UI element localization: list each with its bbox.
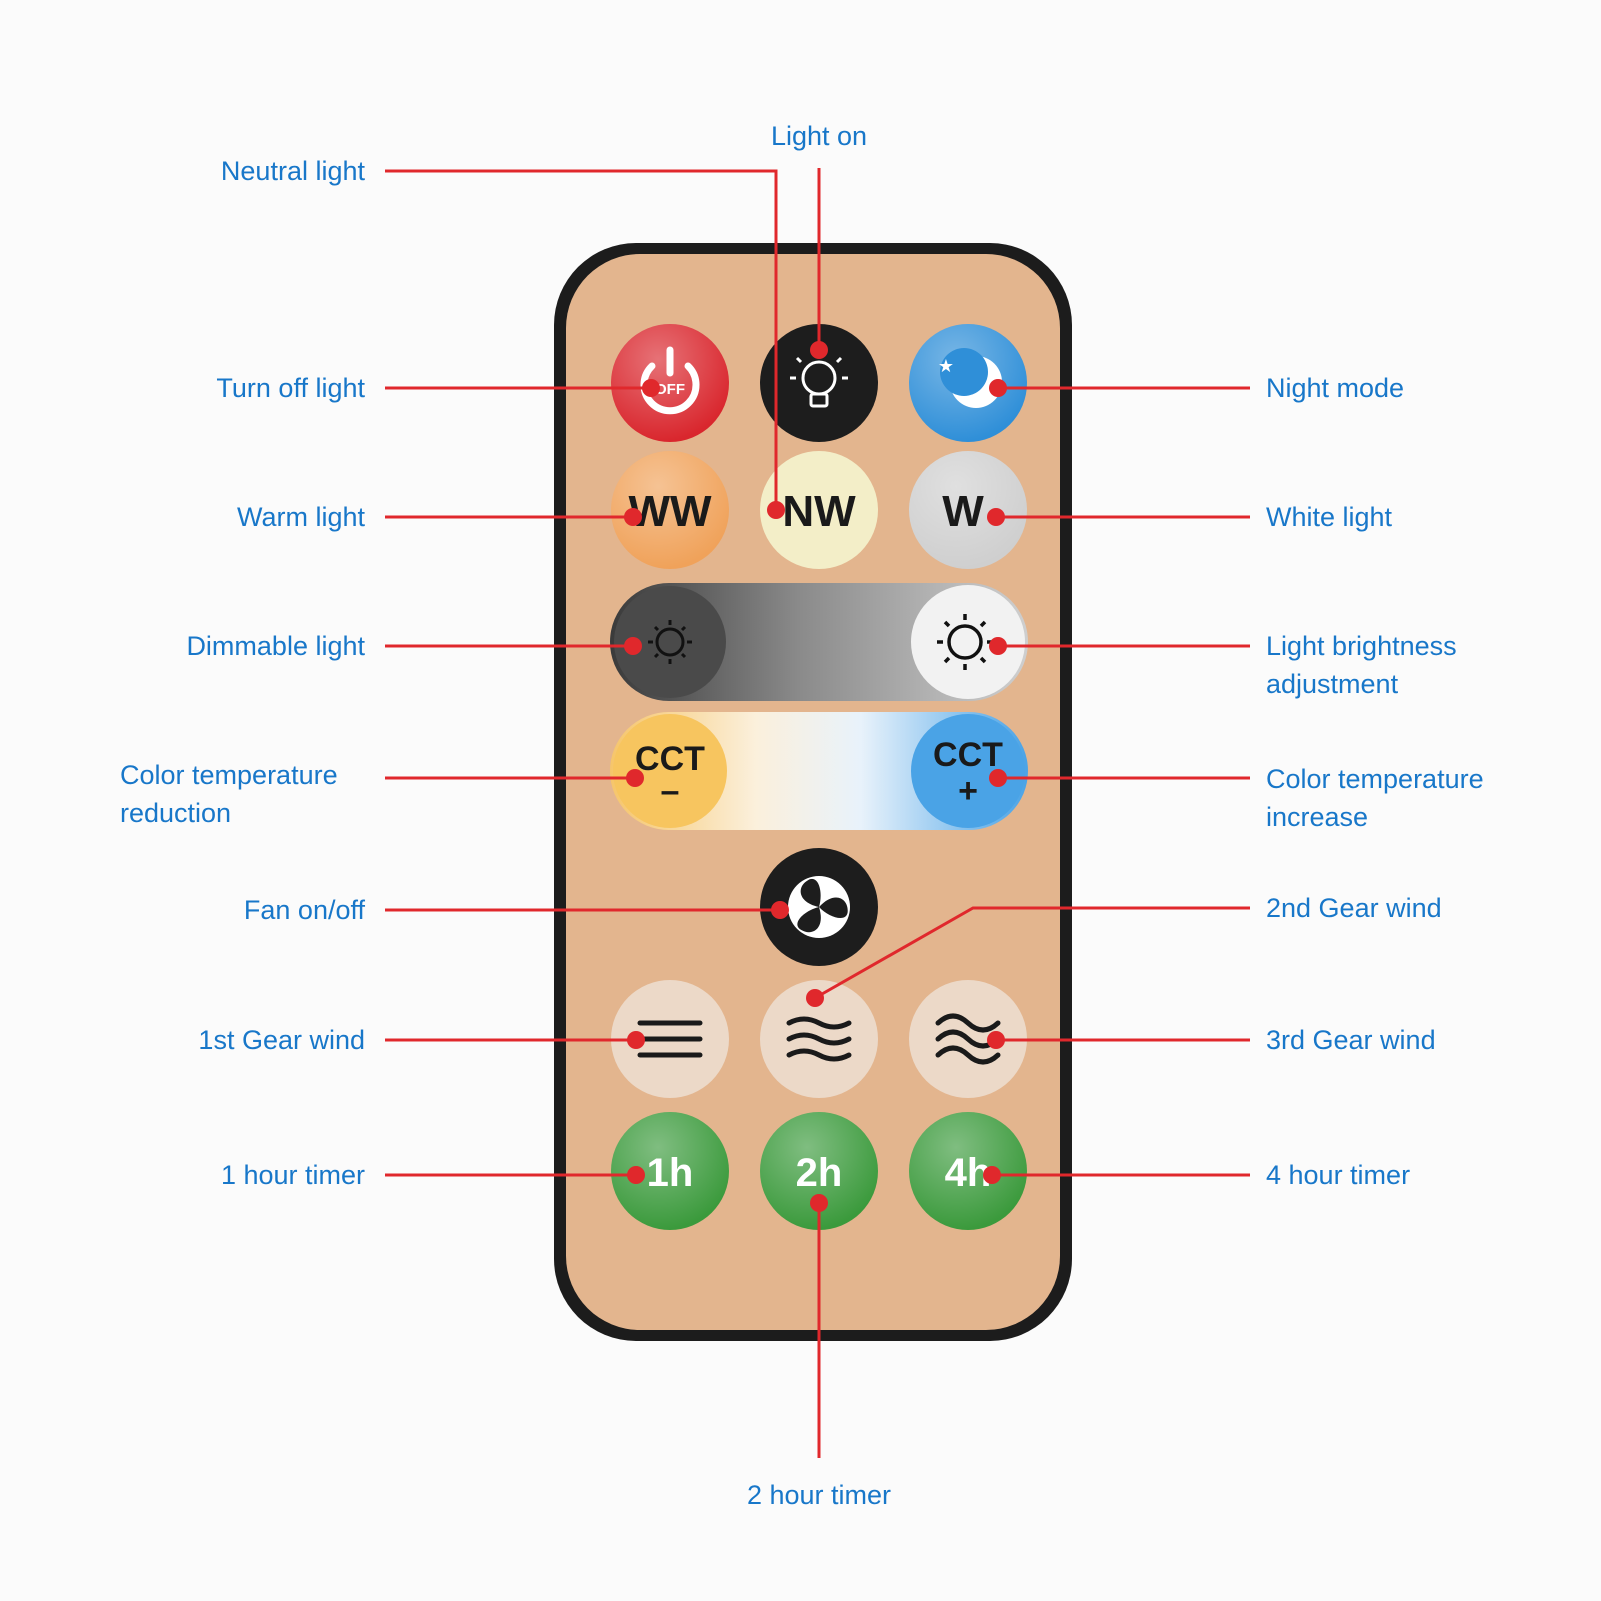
- soft-wave-icon: [786, 1016, 852, 1062]
- night-mode-button[interactable]: ★: [909, 324, 1027, 442]
- timer-2h-text: 2h: [796, 1151, 843, 1195]
- label-2-hour-timer: 2 hour timer: [746, 1480, 892, 1510]
- bulb-icon: [790, 350, 848, 408]
- minus-sign: –: [661, 772, 680, 810]
- off-button[interactable]: OFF: [611, 324, 729, 442]
- warm-light-button[interactable]: WW: [611, 451, 729, 569]
- label-3rd-gear-wind: 3rd Gear wind: [1266, 1025, 1436, 1055]
- straight-lines-icon: [637, 1020, 703, 1058]
- off-text: OFF: [655, 381, 685, 398]
- cct-plus-button[interactable]: CCT +: [911, 714, 1025, 828]
- cct-minus-button[interactable]: CCT –: [613, 714, 727, 828]
- white-light-button[interactable]: W: [909, 451, 1027, 569]
- dim-button[interactable]: [614, 586, 726, 698]
- neutral-light-button[interactable]: NW: [760, 451, 878, 569]
- label-2nd-gear-wind: 2nd Gear wind: [1266, 893, 1442, 923]
- timer-2h-button[interactable]: 2h: [760, 1112, 878, 1230]
- leader-wind-2: [814, 906, 1250, 1000]
- label-color-temperature-reduction: Color temperature reduction: [120, 760, 338, 828]
- label-1-hour-timer: 1 hour timer: [220, 1160, 365, 1190]
- label-color-temperature-increase: Color temperature increase: [1266, 764, 1484, 832]
- w-text: W: [942, 487, 984, 536]
- label-fan-on-off: Fan on/off: [243, 895, 365, 925]
- cct-plus-text: CCT: [933, 736, 1003, 774]
- leader-dots: [624, 341, 1007, 1212]
- label-turn-off-light: Turn off light: [216, 373, 365, 403]
- timer-1h-text: 1h: [647, 1151, 694, 1195]
- label-night-mode: Night mode: [1266, 373, 1405, 403]
- label-light-on: Light on: [770, 121, 868, 151]
- timer-1h-button[interactable]: 1h: [611, 1112, 729, 1230]
- label-light-brightness-adjustment: Light brightness adjustment: [1266, 631, 1457, 699]
- leader-lines: [385, 168, 1250, 1458]
- label-dimmable-light: Dimmable light: [186, 631, 365, 661]
- timer-4h-button[interactable]: 4h: [909, 1112, 1027, 1230]
- cct-minus-text: CCT: [635, 740, 705, 778]
- label-4-hour-timer: 4 hour timer: [1266, 1160, 1411, 1190]
- nw-text: NW: [782, 487, 856, 536]
- moon-icon: ★: [938, 348, 1002, 408]
- label-neutral-light: Neutral light: [220, 156, 365, 186]
- brightness-up-button[interactable]: [911, 585, 1025, 699]
- label-white-light: White light: [1266, 502, 1393, 532]
- label-1st-gear-wind: 1st Gear wind: [198, 1025, 365, 1055]
- label-warm-light: Warm light: [236, 502, 365, 532]
- wind-2-button[interactable]: [760, 980, 878, 1098]
- ww-text: WW: [628, 487, 712, 536]
- light-on-button[interactable]: [760, 324, 878, 442]
- dim-sun-icon: [648, 620, 692, 664]
- fan-button[interactable]: [760, 848, 878, 966]
- leader-neutral: [385, 169, 778, 510]
- plus-sign: +: [958, 772, 978, 810]
- wind-1-button[interactable]: [611, 980, 729, 1098]
- svg-text:★: ★: [938, 356, 954, 376]
